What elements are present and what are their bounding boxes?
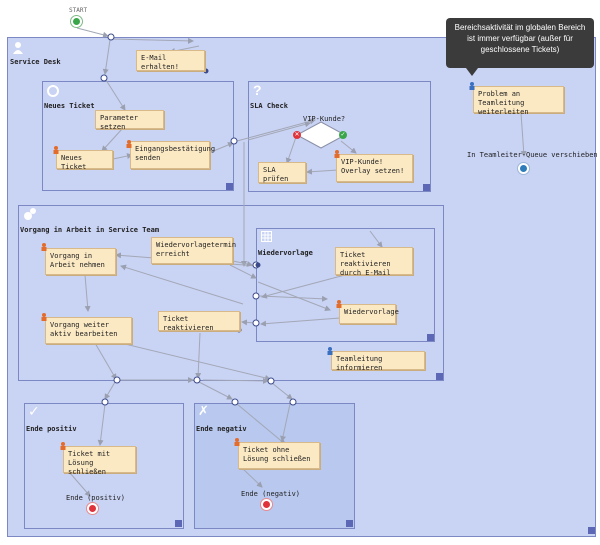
end-label-positiv: Ende (positiv): [66, 494, 126, 502]
gears-icon: [23, 207, 37, 221]
person-icon: [41, 313, 47, 321]
neues-ticket-lane: [42, 81, 234, 191]
vip-gateway: [295, 121, 347, 149]
activity-vorgang-weiter[interactable]: Vorgang weiter aktiv bearbeiten: [45, 317, 132, 344]
lane-title-ende-positiv: Ende positiv: [26, 425, 77, 433]
clock-icon: [47, 85, 59, 97]
person-icon: [334, 150, 340, 158]
activity-vorgang-in-arbeit[interactable]: Vorgang in Arbeit nehmen: [45, 248, 116, 275]
accept-icon: ✓: [339, 131, 347, 139]
activity-email-erhalten[interactable]: E-Mail erhalten!: [136, 50, 205, 71]
checkmark-icon: ✓: [28, 404, 40, 420]
lane-title-vorgang: Vorgang in Arbeit in Service Team: [20, 226, 160, 234]
start-label: START: [69, 7, 88, 14]
lane-title-neues-ticket: Neues Ticket: [44, 102, 95, 110]
activity-neues-ticket[interactable]: Neues Ticket: [56, 150, 113, 171]
activity-problem-teamleitung[interactable]: Problem an Teamleitung weiterleiten: [473, 86, 564, 116]
lane-resize-handle[interactable]: [175, 520, 182, 527]
queue-event[interactable]: [517, 162, 530, 175]
person-icon: [53, 146, 59, 154]
lane-title-wiedervorlage: Wiedervorlage: [258, 249, 313, 257]
activity-ticket-ohne-loesung[interactable]: Ticket ohne Lösung schließen: [238, 442, 320, 469]
activity-eingangsbestaetigung[interactable]: Eingangsbestätigung senden: [130, 141, 215, 169]
activity-ticket-reaktivieren[interactable]: Ticket reaktivieren: [158, 311, 240, 332]
calendar-icon: [261, 231, 272, 242]
lane-title-service-desk: Service Desk: [10, 58, 61, 66]
person-icon: [41, 243, 47, 251]
lane-resize-handle[interactable]: [588, 527, 595, 534]
activity-wiedervorlagetermin[interactable]: Wiedervorlagetermin erreicht: [151, 237, 236, 264]
question-icon: ?: [253, 82, 262, 98]
activity-teamleiter-queue: In Teamleiter-Queue verschieben: [467, 151, 598, 159]
sla-check-lane: [248, 81, 431, 192]
lane-resize-handle[interactable]: [226, 183, 233, 190]
person-icon: [336, 300, 342, 308]
broken-check-icon: ✗: [198, 404, 209, 419]
activity-wiedervorlage[interactable]: Wiedervorlage: [339, 304, 399, 324]
person-blue-icon: [469, 82, 475, 90]
lane-title-ende-negativ: Ende negativ: [196, 425, 247, 433]
end-event-positiv[interactable]: [86, 502, 99, 515]
activity-teamleitung-informieren[interactable]: Teamleitung informieren: [331, 351, 425, 372]
person-icon: [126, 140, 132, 148]
lane-title-sla-check: SLA Check: [250, 102, 288, 110]
person-icon: [60, 442, 66, 450]
end-event-negativ[interactable]: [260, 498, 273, 511]
start-event[interactable]: [70, 15, 83, 28]
end-label-negativ: Ende (negativ): [241, 490, 301, 498]
reject-icon: ✕: [293, 131, 301, 139]
activity-ticket-reaktivieren-email[interactable]: Ticket reaktivieren durch E-Mail: [335, 247, 413, 277]
lane-resize-handle[interactable]: [423, 184, 430, 191]
lane-resize-handle[interactable]: [346, 520, 353, 527]
person-blue-icon: [327, 347, 333, 355]
activity-ticket-mit-loesung[interactable]: Ticket mit Lösung schließen: [63, 446, 136, 476]
wiedervorlage-lane: [256, 228, 435, 342]
lane-resize-handle[interactable]: [427, 334, 434, 341]
activity-sla-pruefen[interactable]: SLA prüfen: [258, 162, 306, 183]
activity-parameter-setzen[interactable]: Parameter setzen: [95, 110, 164, 131]
activity-vip-overlay[interactable]: VIP-Kunde! Overlay setzen!: [336, 154, 413, 182]
info-tooltip: Bereichsaktivität im globalen Bereich is…: [446, 18, 594, 68]
service-desk-icon: [12, 41, 24, 54]
lane-resize-handle[interactable]: [436, 373, 443, 380]
gateway-label: VIP-Kunde?: [303, 115, 346, 123]
person-icon: [234, 438, 240, 446]
ende-negativ-lane: [194, 403, 355, 529]
tooltip-arrow: [466, 68, 478, 76]
